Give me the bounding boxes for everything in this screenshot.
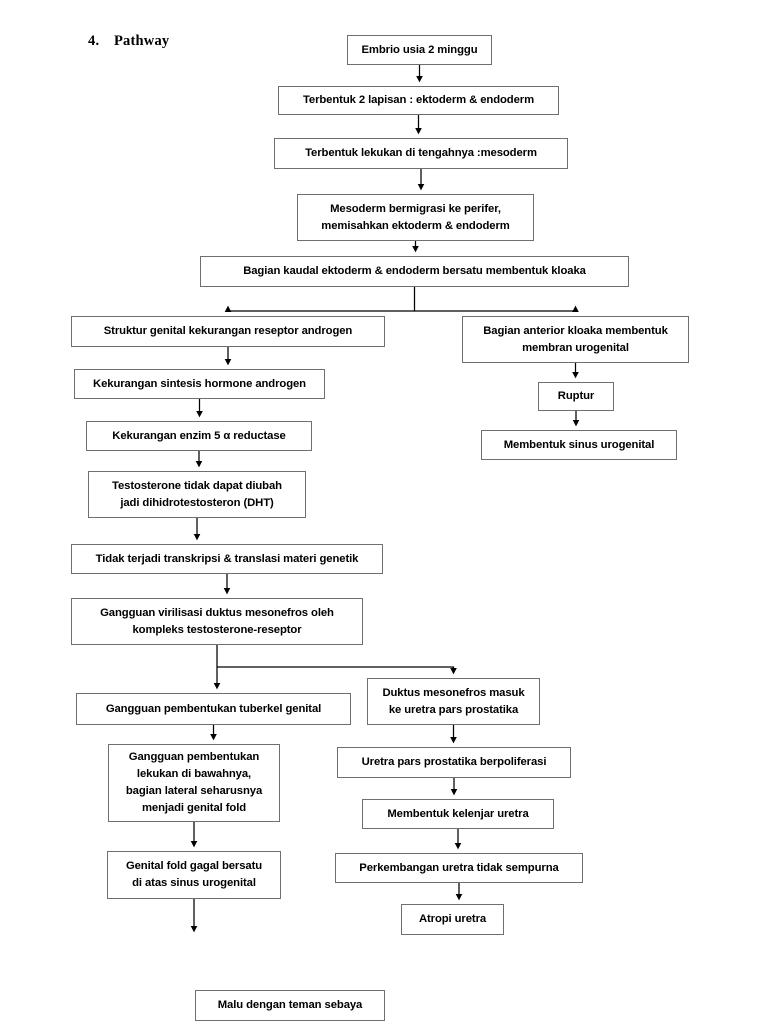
flowchart-node-label: Terbentuk 2 lapisan : ektoderm & endoder… [302, 94, 535, 106]
flowchart-node: Gangguan pembentukan tuberkel genital [76, 693, 351, 725]
flowchart-node: Perkembangan uretra tidak sempurna [335, 853, 583, 883]
flowchart-node: Membentuk sinus urogenital [481, 430, 677, 460]
page-title-text: Pathway [114, 33, 170, 49]
flowchart-node: Mesoderm bermigrasi ke perifer,memisahka… [297, 194, 534, 241]
flowchart-node-label: Struktur genital kekurangan reseptor and… [103, 325, 353, 337]
flowchart-node-label: Perkembangan uretra tidak sempurna [359, 861, 559, 874]
connector-arrow [217, 666, 457, 675]
flowchart-node: Bagian kaudal ektoderm & endoderm bersat… [200, 256, 629, 287]
flowchart-node: Tidak terjadi transkripsi & translasi ma… [71, 544, 383, 574]
page-title-number: 4. [88, 33, 100, 49]
flowchart-node-label: Membentuk sinus urogenital [503, 438, 655, 451]
flowchart-node-label: Tidak terjadi transkripsi & translasi ma… [95, 552, 359, 565]
flowchart-node: Struktur genital kekurangan reseptor and… [71, 316, 385, 347]
flowchart-node-label: Ruptur [557, 390, 595, 402]
flowchart-node: Ruptur [538, 382, 614, 411]
flowchart-node-label: Membentuk kelenjar uretra [387, 807, 529, 820]
flowchart-node-label: Uretra pars prostatika berpoliferasi [361, 756, 547, 768]
flowchart-node: Terbentuk lekukan di tengahnya :mesoderm [274, 138, 568, 169]
flowchart-node-label: Gangguan virilisasi duktus mesonefros ol… [100, 606, 334, 636]
flowchart-node: Uretra pars prostatika berpoliferasi [337, 747, 571, 778]
flowchart-node-label: Mesoderm bermigrasi ke perifer,memisahka… [321, 202, 510, 232]
flowchart-node-label: Kekurangan enzim 5 α reductase [112, 429, 286, 442]
flowchart-node-label: Kekurangan sintesis hormone androgen [93, 377, 306, 390]
flowchart-node-label: Gangguan pembentukan tuberkel genital [105, 702, 322, 715]
flowchart-node-label: Malu dengan teman sebaya [217, 999, 363, 1011]
flowchart-node: Gangguan virilisasi duktus mesonefros ol… [71, 598, 363, 645]
flowchart-node-label: Embrio usia 2 minggu [361, 43, 478, 56]
connector-arrow [224, 287, 416, 313]
flowchart-node: Kekurangan enzim 5 α reductase [86, 421, 312, 451]
flowchart-node: Kekurangan sintesis hormone androgen [74, 369, 325, 399]
page-title: 4. Pathway [88, 33, 169, 50]
flowchart-node-label: Terbentuk lekukan di tengahnya :mesoderm [305, 147, 537, 159]
flowchart-node-label: Bagian kaudal ektoderm & endoderm bersat… [243, 265, 586, 277]
flowchart-node-label: Atropi uretra [418, 913, 487, 925]
flowchart-node: Embrio usia 2 minggu [347, 35, 492, 65]
flowchart-node: Atropi uretra [401, 904, 504, 935]
flowchart-node: Membentuk kelenjar uretra [362, 799, 554, 829]
connector-arrow [414, 305, 579, 313]
flowchart-node: Malu dengan teman sebaya [195, 990, 385, 1021]
flowchart-node: Terbentuk 2 lapisan : ektoderm & endoder… [278, 86, 559, 115]
